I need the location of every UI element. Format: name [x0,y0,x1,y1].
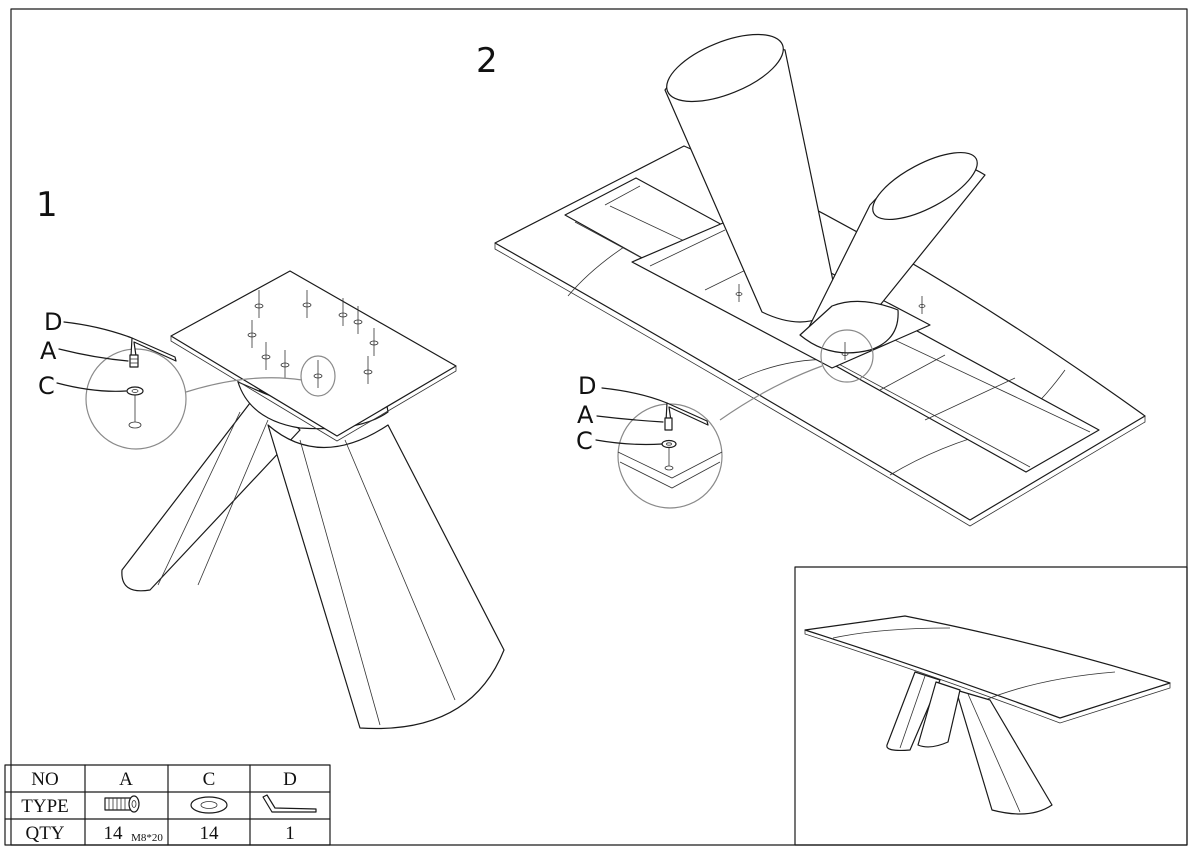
part-spec-a: M8*20 [131,832,163,844]
parts-table: NO TYPE QTY A 14 M8*20 C 14 D 1 [4,764,331,846]
step-2-illustration: D A C [494,33,1146,527]
step-1-number: 1 [36,185,58,225]
step-2-label-d: D [578,372,596,400]
part-qty-a: 14 [104,823,124,844]
step-1-label-c: C [38,372,55,400]
row-label-no: NO [31,769,58,790]
washer-icon [190,796,228,814]
bolt-icon [104,795,140,813]
step-1-illustration: D A C [38,270,505,730]
allen-key-icon [262,794,317,813]
part-qty-c: 14 [200,823,220,844]
part-no-a: A [119,769,133,790]
mounting-plate [170,270,457,437]
step-2-label-c: C [576,427,593,455]
finished-table-inset [794,566,1188,846]
row-label-type: TYPE [21,796,69,817]
step-2-number: 2 [476,41,498,81]
part-no-c: C [203,769,216,790]
page-border [10,8,1188,846]
plate-bolts [247,290,379,388]
row-label-qty: QTY [25,823,64,844]
step-1-label-d: D [44,308,62,336]
step-2-label-a: A [577,401,594,429]
part-qty-d: 1 [285,823,295,844]
step-1-zoom-detail [85,348,187,450]
part-no-d: D [283,769,297,790]
step-1-label-a: A [40,337,57,365]
